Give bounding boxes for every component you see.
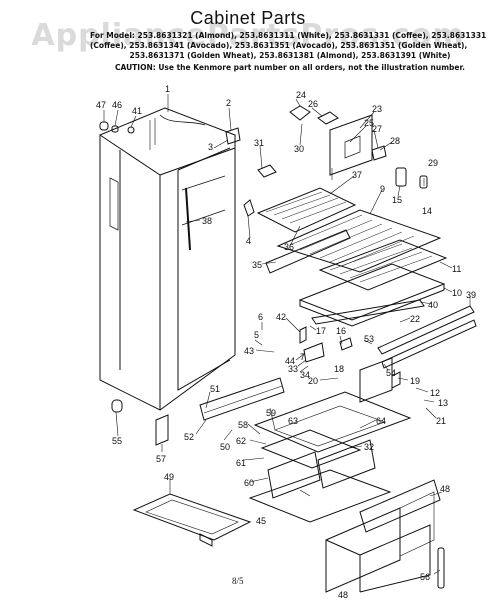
callout-24: 24 bbox=[296, 90, 306, 100]
callout-62: 62 bbox=[236, 436, 246, 446]
callout-31: 31 bbox=[254, 138, 264, 148]
callout-5: 5 bbox=[254, 330, 259, 340]
upper-shelves bbox=[256, 187, 448, 327]
page-number: 8/5 bbox=[232, 576, 244, 586]
callout-46: 46 bbox=[112, 100, 122, 110]
callout-40: 40 bbox=[428, 300, 438, 310]
callout-27: 27 bbox=[372, 124, 382, 134]
callout-23: 23 bbox=[372, 104, 382, 114]
callout-3: 3 bbox=[208, 142, 213, 152]
callout-19: 19 bbox=[410, 376, 420, 386]
crisper-rails bbox=[299, 299, 477, 403]
callout-30: 30 bbox=[294, 144, 304, 154]
callout-43: 43 bbox=[244, 346, 254, 356]
callout-50: 50 bbox=[220, 442, 230, 452]
callout-1: 1 bbox=[165, 84, 170, 94]
callout-57: 57 bbox=[156, 454, 166, 464]
callout-61: 61 bbox=[236, 458, 246, 468]
crisper-assembly bbox=[199, 377, 412, 523]
callout-53: 53 bbox=[364, 334, 374, 344]
callout-14: 14 bbox=[422, 206, 432, 216]
leader-lines bbox=[103, 94, 471, 575]
callout-35: 35 bbox=[252, 260, 262, 270]
callout-29: 29 bbox=[428, 158, 438, 168]
callout-55: 55 bbox=[112, 436, 122, 446]
callout-63: 63 bbox=[288, 416, 298, 426]
callout-54: 54 bbox=[386, 368, 396, 378]
callout-49: 49 bbox=[164, 472, 174, 482]
callout-37: 37 bbox=[352, 170, 362, 180]
callout-7: 7 bbox=[300, 352, 305, 362]
callout-64: 64 bbox=[376, 416, 386, 426]
callout-60: 60 bbox=[244, 478, 254, 488]
callout-18: 18 bbox=[334, 364, 344, 374]
callout-58: 58 bbox=[238, 420, 248, 430]
callout-2: 2 bbox=[226, 98, 231, 108]
callout-6: 6 bbox=[258, 312, 263, 322]
callout-25: 25 bbox=[364, 118, 374, 128]
callout-16: 16 bbox=[336, 326, 346, 336]
callout-51: 51 bbox=[210, 384, 220, 394]
callout-52: 52 bbox=[184, 432, 194, 442]
callout-11: 11 bbox=[452, 264, 461, 274]
callout-34: 34 bbox=[300, 370, 310, 380]
callout-9: 9 bbox=[380, 184, 385, 194]
callout-26: 26 bbox=[308, 99, 318, 109]
callout-48-top: 48 bbox=[440, 484, 450, 494]
callout-4: 4 bbox=[246, 236, 251, 246]
callout-48-bottom: 48 bbox=[338, 590, 348, 600]
callout-38: 38 bbox=[202, 216, 212, 226]
callout-22: 22 bbox=[410, 314, 420, 324]
callout-32: 32 bbox=[364, 442, 374, 452]
callout-20: 20 bbox=[308, 376, 318, 386]
callout-44: 44 bbox=[285, 356, 295, 366]
callout-59: 59 bbox=[266, 408, 276, 418]
callout-13: 13 bbox=[438, 398, 448, 408]
hinge-parts bbox=[99, 121, 255, 217]
callout-45: 45 bbox=[256, 516, 266, 526]
callout-28: 28 bbox=[390, 136, 400, 146]
callout-10: 10 bbox=[452, 288, 462, 298]
bottom-parts bbox=[111, 399, 445, 593]
callout-41: 41 bbox=[132, 106, 142, 116]
callout-36: 36 bbox=[284, 242, 294, 252]
model-list-line-2: (Coffee), 253.8631341 (Avocado), 253.863… bbox=[90, 41, 468, 50]
caution-note: CAUTION: Use the Kenmore part number on … bbox=[115, 63, 465, 72]
callout-15: 15 bbox=[392, 195, 402, 205]
callout-56: 56 bbox=[420, 572, 430, 582]
callout-numbers: 47 46 41 1 2 3 24 26 23 25 27 28 30 31 3… bbox=[96, 84, 476, 600]
callout-12: 12 bbox=[430, 388, 440, 398]
callout-42: 42 bbox=[276, 312, 286, 322]
callout-17: 17 bbox=[316, 326, 326, 336]
model-list-line-1: For Model: 253.8631321 (Almond), 253.863… bbox=[90, 31, 487, 40]
callout-33: 33 bbox=[288, 364, 298, 374]
callout-21: 21 bbox=[436, 416, 446, 426]
callout-39: 39 bbox=[466, 290, 476, 300]
cabinet-shell bbox=[99, 107, 236, 411]
diagram-title: Cabinet Parts bbox=[190, 8, 306, 28]
callout-47: 47 bbox=[96, 100, 106, 110]
freezer-components bbox=[257, 105, 428, 189]
model-list-line-3: 253.8631371 (Golden Wheat), 253.8631381 … bbox=[129, 51, 451, 60]
